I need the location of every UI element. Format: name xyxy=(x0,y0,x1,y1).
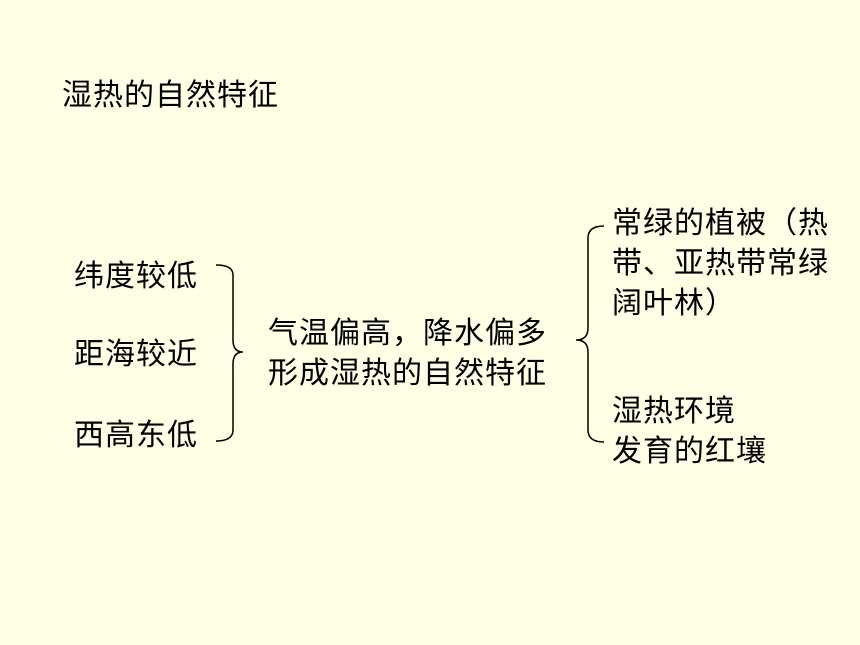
slide-title: 湿热的自然特征 xyxy=(62,78,279,113)
result-vegetation: 常绿的植被（热 带、亚热带常绿 阔叶林） xyxy=(612,204,829,324)
cause-terrain: 西高东低 xyxy=(74,418,198,453)
result-vegetation-line1: 常绿的植被（热 xyxy=(612,206,829,241)
result-soil-line1: 湿热环境 xyxy=(612,394,736,429)
right-brace xyxy=(575,225,605,443)
result-soil: 湿热环境 发育的红壤 xyxy=(612,392,767,472)
result-soil-line2: 发育的红壤 xyxy=(612,434,767,469)
cause-near-sea: 距海较近 xyxy=(74,337,198,372)
climate-effect-line2: 形成湿热的自然特征 xyxy=(268,356,547,391)
climate-effect-line1: 气温偏高，降水偏多 xyxy=(268,316,547,351)
cause-latitude: 纬度较低 xyxy=(74,259,198,294)
climate-effect: 气温偏高，降水偏多 形成湿热的自然特征 xyxy=(268,314,547,394)
left-brace xyxy=(215,264,244,442)
result-vegetation-line3: 阔叶林） xyxy=(612,286,736,321)
result-vegetation-line2: 带、亚热带常绿 xyxy=(612,246,829,281)
